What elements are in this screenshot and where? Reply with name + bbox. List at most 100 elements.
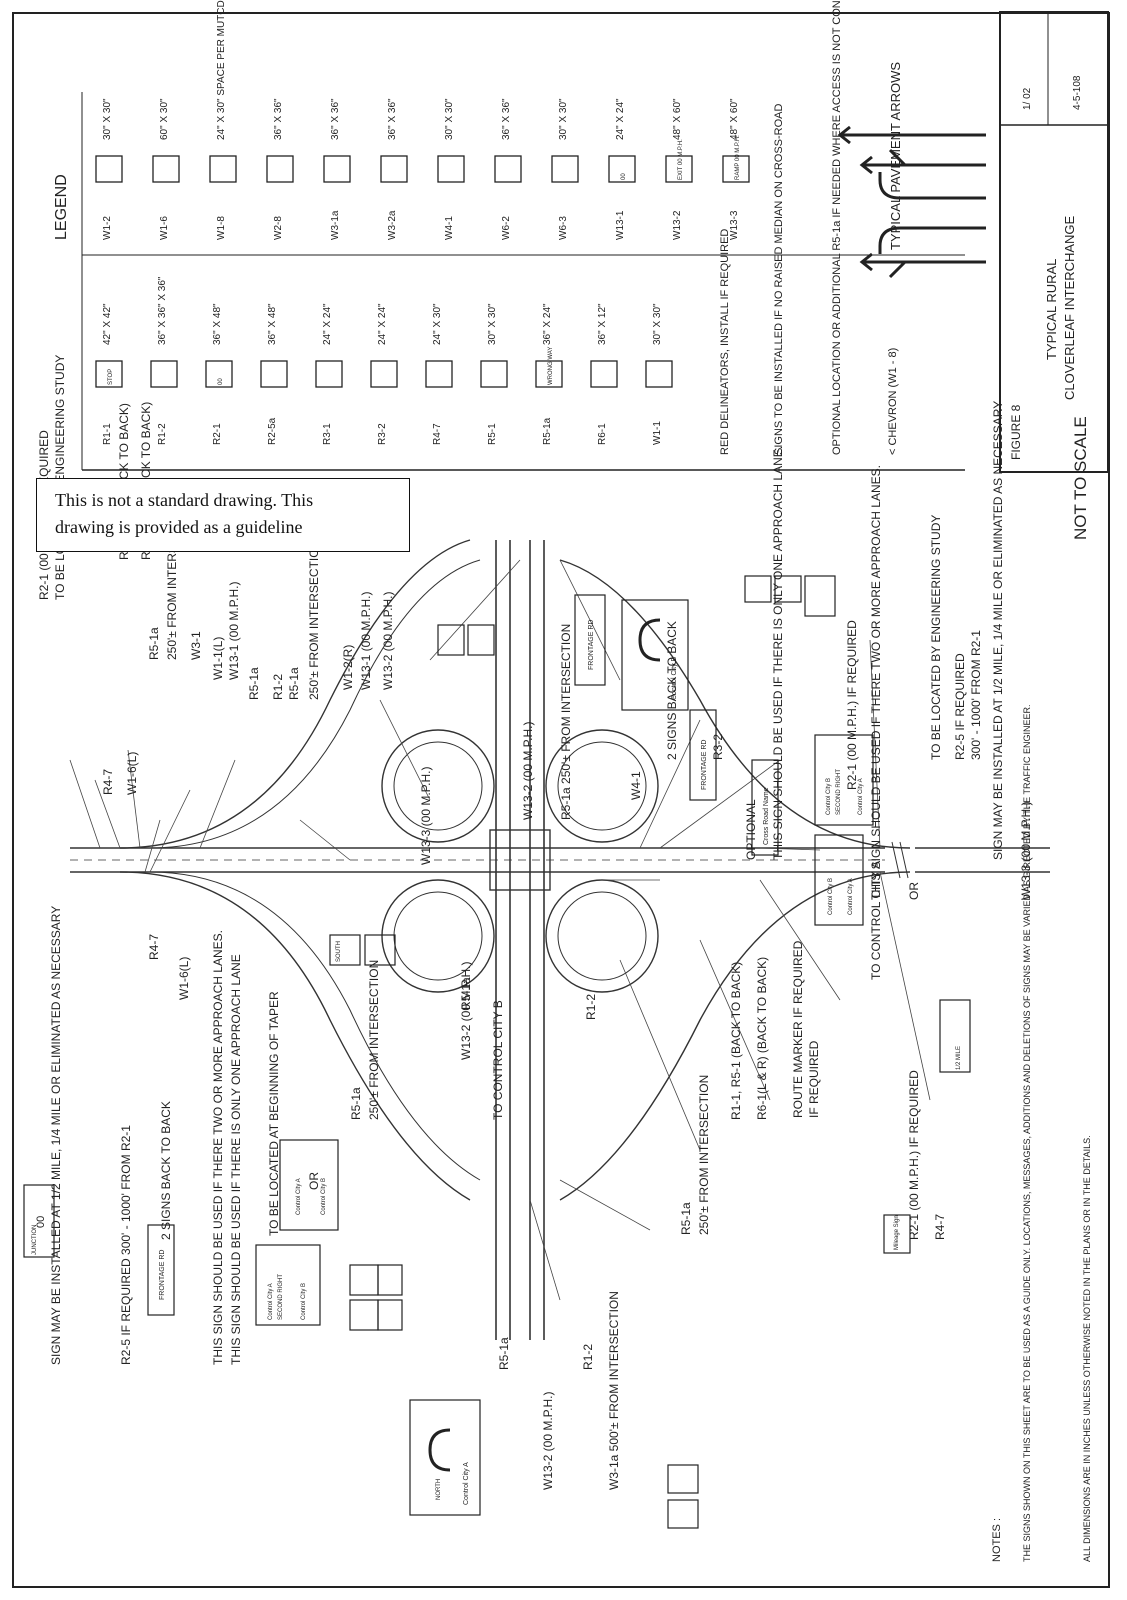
legend-sign-icon — [645, 360, 673, 388]
legend-key-notes: RED DELINEATORS, INSTALL IF REQUIRED SIG… — [719, 0, 899, 455]
legend-code: R3-2 — [377, 423, 388, 445]
legend-code: W1-6 — [159, 216, 170, 240]
legend-size: 48" X 60" — [672, 98, 683, 140]
half-mile-label: 1/2 MILE — [956, 1046, 962, 1070]
legend-code: R4-7 — [432, 423, 443, 445]
cc-b-label-4: Control City B — [828, 878, 834, 915]
title-block-date: 4-5-108 — [1072, 75, 1083, 110]
callout-text: W13-3 (00 M.P.H.) — [1019, 802, 1033, 900]
cc-b-label-1: Control City B — [301, 1283, 307, 1320]
legend-code: W13-2 — [672, 210, 683, 240]
legend-code: R5-1a — [542, 417, 553, 445]
legend-code: W3-1a — [330, 210, 341, 240]
key-note-raised-median: SIGNS TO BE INSTALLED IF NO RAISED MEDIA… — [773, 103, 785, 455]
drawing-sheet — [12, 12, 1110, 1588]
note-1: THE SIGNS SHOWN ON THIS SHEET ARE TO BE … — [1022, 704, 1032, 1562]
callout-text: IF REQUIRED — [807, 1040, 821, 1118]
legend-sign-icon — [370, 360, 398, 388]
callout-text: W13-2 (00 M.P.H.) — [521, 722, 535, 820]
legend-size: 30" X 30" — [102, 98, 113, 140]
legend-size: 36" X 48" — [267, 303, 278, 345]
callout-text: R1-2 — [581, 1344, 595, 1370]
callout-text: W13-2 (00 M.P.H.) — [541, 1392, 555, 1490]
junction-route: 00 — [35, 1216, 47, 1228]
north-shield-bottom-icon — [667, 1464, 699, 1494]
callout-text: R2-1 (00 M.P.H.) IF REQUIRED — [907, 1070, 921, 1240]
legend-sign-icon — [260, 360, 288, 388]
legend-size: 30" X 30" — [444, 98, 455, 140]
notes-title: NOTES : — [991, 1518, 1003, 1562]
callout-text: W3-1a 500'± FROM INTERSECTION — [607, 1291, 621, 1490]
notes-block: NOTES : THE SIGNS SHOWN ON THIS SHEET AR… — [991, 704, 1092, 1562]
callout-text: 250'± FROM INTERSECTION — [307, 540, 321, 700]
callout-text: R1-2 — [271, 674, 285, 700]
junction-sign-icon — [23, 1184, 55, 1258]
diag-arrow-sign-icon — [364, 934, 396, 966]
legend-code: W4-1 — [444, 216, 455, 240]
second-right-label-1: SECOND RIGHT — [278, 1274, 284, 1320]
callout-text: W3-1 — [189, 631, 203, 660]
callout-text: OR — [307, 1172, 321, 1190]
callout-text: R5-1a — [349, 1087, 363, 1120]
legend-sign-text: RAMP 00 M.P.H. — [735, 135, 741, 180]
north-arrow-sign-icon — [467, 624, 495, 656]
south-shield-icon — [329, 934, 361, 966]
callout-text: W13-3 (00 M.P.H.) — [419, 767, 433, 865]
legend-code: W6-2 — [501, 216, 512, 240]
callout-text: SIGN MAY BE INSTALLED AT 1/2 MILE, 1/4 M… — [991, 401, 1005, 860]
frontage-rd-label-2: FRONTAGE RD — [701, 740, 708, 790]
cross-road-name-sign-icon — [751, 759, 779, 856]
callout-text: R5-1a — [147, 627, 161, 660]
figure-number: FIGURE 8 — [1009, 404, 1023, 460]
callout-text: W13-2 (00 M.P.H.) — [381, 592, 395, 690]
control-city-right-one-lane-sign-icon — [814, 834, 864, 926]
legend-size: 36" X 12" — [597, 303, 608, 345]
callout-text: OPTIONAL — [744, 799, 758, 860]
arrow-straight-right-icon — [859, 252, 986, 279]
pavement-arrows-label: TYPICAL PAVEMENT ARROWS — [888, 62, 903, 250]
title-line-2: CLOVERLEAF INTERCHANGE — [1062, 215, 1077, 400]
callout-text: 2 SIGNS BACK TO BACK — [159, 1101, 173, 1240]
legend-code: R1-1 — [102, 423, 113, 445]
callout-text: W4-1 — [629, 771, 643, 800]
legend-sign-icon — [425, 360, 453, 388]
north-shield-icon — [437, 624, 465, 656]
callout-text: W1-6(L) — [177, 957, 191, 1000]
arrow-right-turn-icon — [878, 226, 986, 254]
note-2: ALL DIMENSIONS ARE IN INCHES UNLESS OTHE… — [1082, 1135, 1092, 1562]
key-note-delineators: RED DELINEATORS, INSTALL IF REQUIRED — [719, 229, 731, 455]
legend-size: 48" X 60" — [729, 98, 740, 140]
legend-sign-icon — [535, 360, 563, 388]
legend-size: 36" X 36" — [273, 98, 284, 140]
north-label: NORTH — [436, 1479, 442, 1500]
callout-text: W13-1 (00 M.P.H.) — [227, 582, 241, 680]
legend-code: W2-8 — [273, 216, 284, 240]
legend-sign-icon — [480, 360, 508, 388]
callout-text: TO CONTROL CITY B — [491, 1000, 505, 1120]
callout-text: R3-2 — [711, 734, 725, 760]
south-shield-right-icon — [774, 575, 802, 603]
frontage-rd-sign-icon — [147, 1224, 175, 1316]
cc-a-label-5: Control City A — [858, 778, 864, 815]
arrow-up-sign-icon — [377, 1299, 403, 1331]
control-city-two-lane-sign-icon — [255, 1244, 321, 1326]
legend-size: 36" X 36" X 36" — [157, 276, 168, 345]
cc-a-label-1: Control City A — [268, 1283, 274, 1320]
route-shield-south-icon — [349, 1264, 379, 1296]
u-turn-control-city-b-sign-icon — [621, 599, 689, 711]
arrow-left-straight-icon — [859, 148, 986, 175]
legend-code: R2-5a — [267, 417, 278, 445]
callout-text: R5-1a 250'± FROM INTERSECTION — [559, 624, 573, 820]
callout-text: W13-2 (00 M.P.H.) — [459, 962, 473, 1060]
callout-text: R2-1 (00 M.P.H.) IF REQUIRED — [845, 620, 859, 790]
callout-text: R2-5 IF REQUIRED 300' - 1000' FROM R2-1 — [119, 1125, 133, 1365]
title-block: 4-5-108 1/ 02 FIGURE 8 TYPICAL RURAL CLO… — [999, 11, 1109, 540]
leader-lines — [69, 559, 931, 1301]
legend-code: R5-1 — [487, 423, 498, 445]
second-right-label-2: SECOND RIGHT — [836, 769, 842, 815]
title-block-rev: 1/ 02 — [1022, 87, 1033, 110]
route-shield-north-icon — [349, 1299, 379, 1331]
frontage-rd-sign-2-icon — [689, 709, 717, 801]
